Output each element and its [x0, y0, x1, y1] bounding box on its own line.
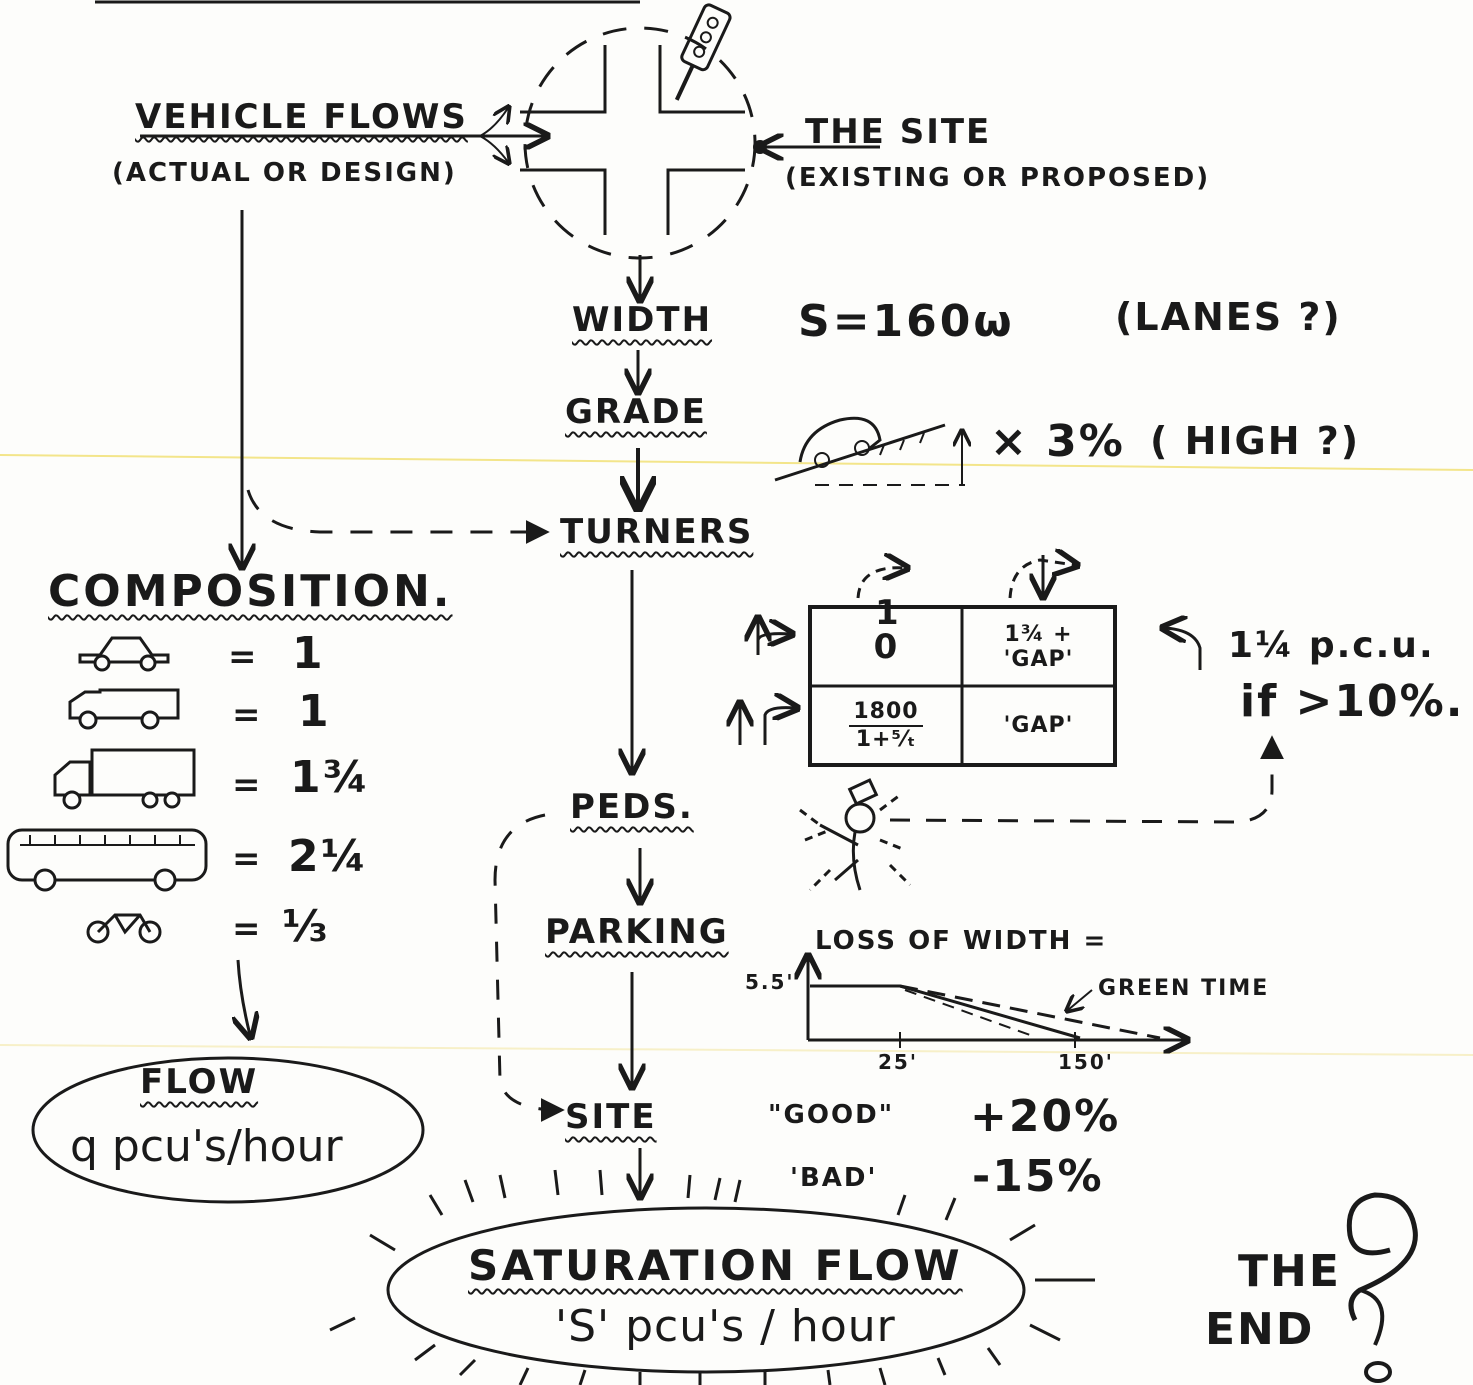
composition-eq: = [232, 842, 263, 876]
dashed-link-peds-site [495, 815, 560, 1110]
lorry-icon [55, 750, 194, 808]
parking-chart-y-label: 5.5' [745, 972, 795, 992]
parking-chart-x-tick-150: 150' [1058, 1052, 1114, 1072]
table-cell-r2c2: 'GAP' [964, 688, 1113, 763]
grade-hill-icon [775, 418, 965, 485]
composition-lorry-value: 1¾ [290, 756, 370, 800]
parking-chart-x-tick-25: 25' [878, 1052, 918, 1072]
table-cell-r1c2: 1¾ + 'GAP' [964, 609, 1113, 684]
parking-label: PARKING [545, 915, 729, 949]
parking-chart-title: LOSS OF WIDTH = [815, 928, 1107, 954]
site-bad-label: 'BAD' [790, 1165, 877, 1191]
dashed-link-turners [248, 490, 545, 532]
saturation-title: SATURATION FLOW [468, 1245, 963, 1287]
table-cell-r2c1-num: 1800 [849, 699, 922, 726]
flow-unit: q pcu's/hour [70, 1125, 343, 1169]
table-cell-r1c2-top: 1¾ + [1004, 622, 1072, 647]
composition-eq: = [232, 912, 263, 946]
vehicle-flows-sub: (ACTUAL OR DESIGN) [112, 160, 457, 186]
bus-icon [8, 830, 206, 890]
composition-car-value: 1 [292, 632, 325, 676]
car-icon [80, 638, 168, 670]
width-label: WIDTH [572, 303, 712, 337]
composition-bicycle-value: ⅓ [282, 905, 330, 949]
composition-eq: = [228, 640, 259, 674]
question-mark-icon [1349, 1195, 1415, 1381]
composition-van-value: 1 [298, 690, 331, 734]
width-note: (LANES ?) [1115, 298, 1342, 336]
ruled-line [0, 1045, 1473, 1055]
site-label: THE SITE [805, 115, 991, 149]
table-cell-r1c1: 0 [812, 609, 960, 684]
right-turn-note-1: 1¼ p.c.u. [1228, 628, 1435, 664]
traffic-signal-icon [664, 3, 732, 105]
composition-bus-value: 2¼ [288, 835, 368, 879]
ending-line2: END [1205, 1308, 1314, 1352]
parking-chart-line-label: GREEN TIME [1098, 978, 1269, 1000]
junction-icon [520, 28, 755, 258]
composition-title: COMPOSITION. [48, 570, 453, 614]
bicycle-icon [88, 915, 160, 942]
table-cell-r2c1-den: 1+⁵⁄ₜ [856, 727, 917, 752]
composition-eq: = [232, 768, 263, 802]
table-cell-r1c2-bottom: 'GAP' [1004, 647, 1074, 672]
site-bad-value: -15% [972, 1155, 1104, 1199]
width-formula: S=160ω [798, 300, 1015, 344]
ending-line1: THE [1238, 1250, 1341, 1294]
grade-value: × 3% [990, 420, 1125, 464]
vehicle-flows-label: VEHICLE FLOWS [135, 100, 468, 134]
arrow-composition-flow [238, 960, 250, 1035]
pedestrian-icon [800, 780, 910, 890]
site-sub: (EXISTING OR PROPOSED) [785, 165, 1210, 191]
grade-note: ( HIGH ?) [1150, 422, 1360, 460]
parking-chart [808, 958, 1185, 1048]
turners-label: TURNERS [560, 515, 753, 549]
right-turn-note-2: if >10%. [1240, 680, 1464, 724]
saturation-unit: 'S' pcu's / hour [555, 1305, 896, 1349]
grade-label: GRADE [565, 395, 707, 429]
composition-eq: = [232, 698, 263, 732]
table-cell-r2c1: 1800 1+⁵⁄ₜ [812, 688, 960, 763]
peds-label: PEDS. [570, 790, 694, 824]
flow-title: FLOW [140, 1065, 258, 1099]
site-factor-label: SITE [565, 1100, 657, 1134]
site-good-label: "GOOD" [768, 1102, 894, 1128]
site-good-value: +20% [970, 1095, 1120, 1139]
van-icon [70, 690, 178, 728]
